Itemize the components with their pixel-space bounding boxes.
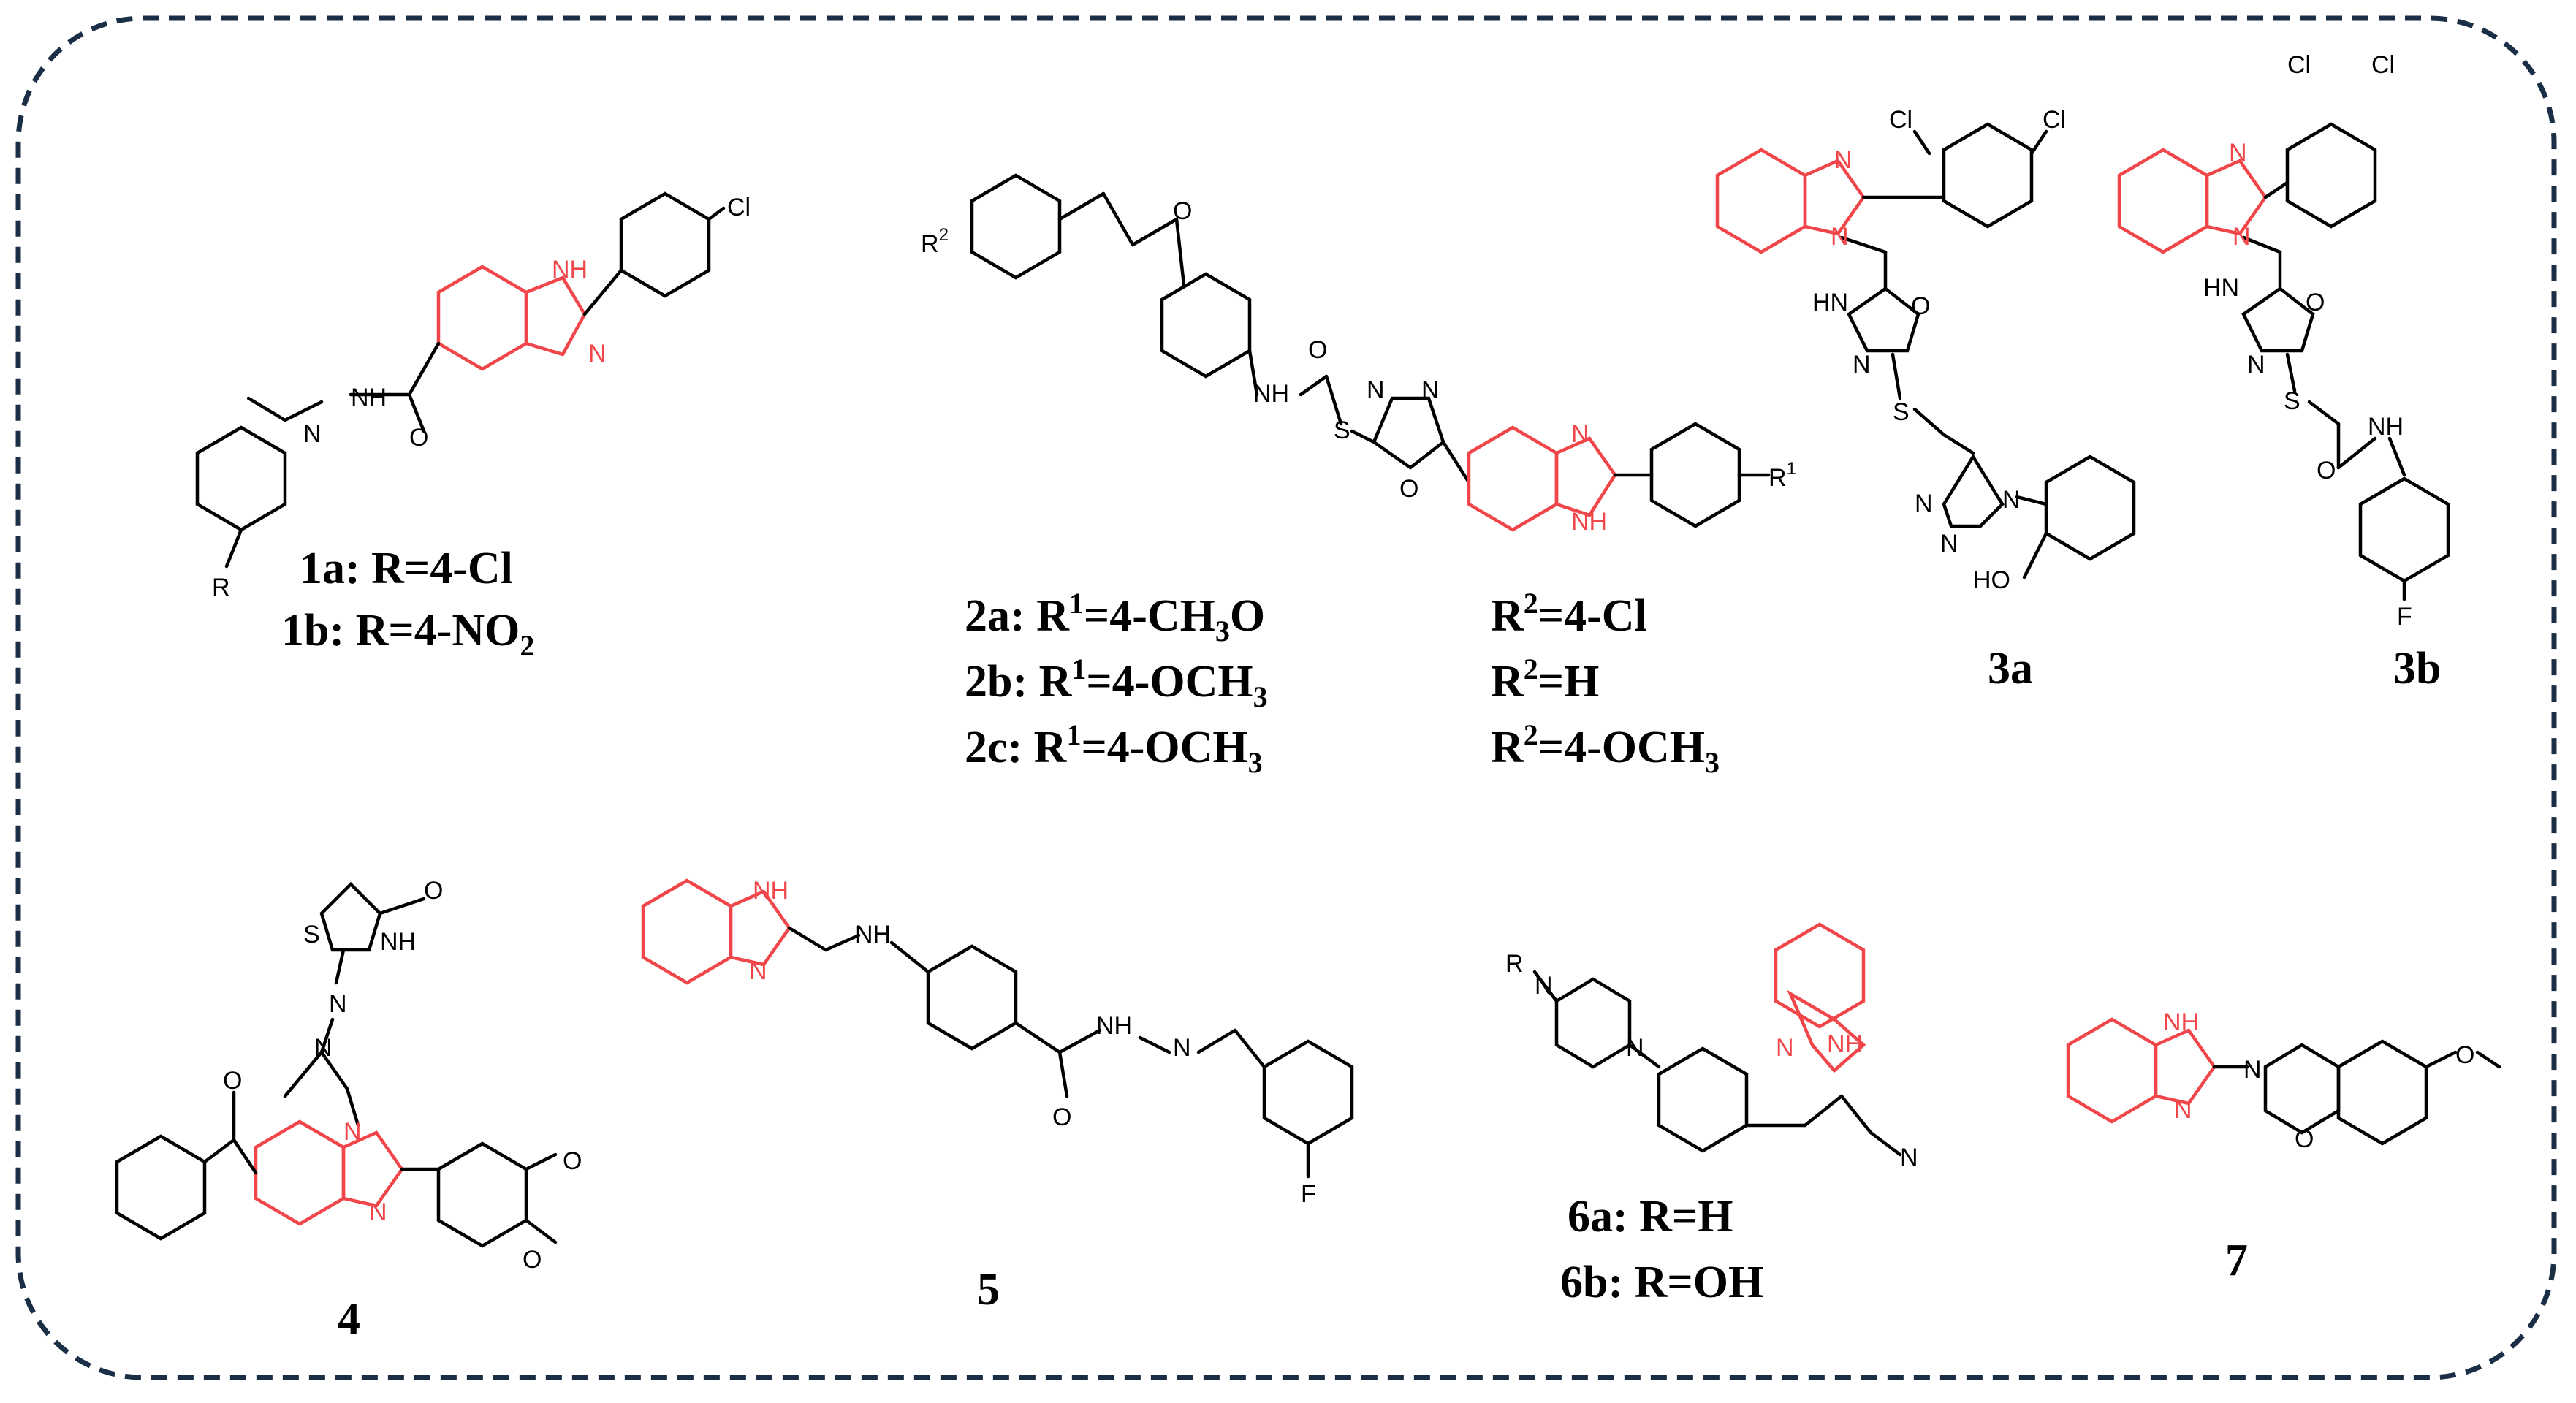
atom-n-4d: N (369, 1198, 387, 1226)
atom-n-3a-d: N (1915, 490, 1933, 517)
atom-nh-2: NH (1253, 380, 1289, 408)
atom-o-1: O (409, 424, 428, 452)
atom-n-3a-e: N (1940, 530, 1958, 558)
atom-f-5: F (1301, 1180, 1316, 1208)
atom-o-2b: O (1308, 336, 1327, 364)
atom-n-5: N (749, 957, 767, 985)
compound-6 (1532, 922, 1902, 1157)
atom-n-3a-b: N (1831, 223, 1849, 251)
atom-r-6: R (1505, 950, 1524, 978)
atom-nh-7: NH (2163, 1008, 2199, 1036)
atom-o-3b: O (2306, 289, 2325, 316)
compound-3b (2117, 122, 2450, 601)
atom-n-6b: N (1626, 1034, 1644, 1062)
atom-s-3b: S (2284, 387, 2300, 415)
label-6a: 6a: R=H (1568, 1192, 1733, 1242)
atom-hn-3b: HN (2203, 274, 2239, 302)
atom-cl-3b-2: Cl (2371, 51, 2395, 79)
compound-2 (970, 173, 1771, 532)
atom-nh-5c: NH (1096, 1012, 1132, 1040)
atom-nh-5b: NH (855, 921, 891, 948)
dashed-frame (15, 15, 2557, 1380)
atom-n-3b-c: N (2247, 351, 2265, 379)
atom-n-3a: N (1834, 146, 1853, 174)
compound-7 (2066, 1017, 2501, 1146)
label-3a: 3a (1988, 644, 2033, 693)
atom-n-5b: N (1173, 1034, 1191, 1062)
atom-cl-1: Cl (727, 194, 751, 221)
atom-o-5: O (1052, 1103, 1071, 1131)
atom-n-7b: N (2243, 1056, 2262, 1084)
atom-s-2: S (1334, 417, 1350, 444)
label-r2c: R2=4-OCH3 (1491, 718, 1720, 779)
atom-o-3b-b: O (2317, 457, 2336, 484)
atom-n-4b: N (314, 1034, 333, 1062)
atom-o-7a: O (2295, 1125, 2314, 1153)
atom-cl-3b-1: Cl (2287, 51, 2311, 79)
compound-4 (115, 881, 558, 1248)
label-2a: 2a: R1=4-CH3O (965, 587, 1265, 647)
compound-3a (1715, 122, 2136, 579)
atom-o-4d: O (523, 1246, 542, 1274)
atom-n-2c: N (1571, 420, 1589, 448)
atom-n-2a: N (1367, 376, 1385, 404)
atom-n-3b: N (2229, 139, 2247, 167)
atom-n-6c: N (1776, 1034, 1794, 1062)
label-2b: 2b: R1=4-OCH3 (965, 653, 1268, 713)
atom-cl-3a-2: Cl (2043, 106, 2066, 134)
label-7: 7 (2225, 1236, 2248, 1285)
atom-nh-1: NH (552, 256, 588, 284)
atom-n-1: N (588, 340, 607, 368)
label-3b: 3b (2393, 644, 2441, 693)
atom-r2: R2 (921, 225, 949, 258)
atom-o-2c: O (1399, 475, 1418, 503)
atom-n-4c: N (343, 1118, 362, 1146)
atom-o-3a: O (1911, 292, 1930, 320)
atom-n-3a-f: N (2002, 486, 2021, 514)
atom-o-4: O (424, 877, 443, 905)
atom-nh-3b: NH (2368, 413, 2404, 441)
atom-n-6a: N (1535, 972, 1553, 1000)
label-6b: 6b: R=OH (1560, 1258, 1763, 1307)
atom-r1: R1 (1768, 459, 1796, 492)
atom-n-7: N (2174, 1096, 2192, 1124)
atom-s-4: S (303, 921, 320, 948)
atom-nh-1b: NH (351, 384, 387, 411)
atom-s-3a: S (1893, 398, 1910, 426)
atom-o-4b: O (223, 1067, 242, 1095)
label-1b: 1b: R=4-NO2 (281, 606, 534, 662)
atom-ho-3a: HO (1973, 566, 2010, 594)
atom-hn-3a: HN (1812, 289, 1848, 316)
label-r2a: R2=4-Cl (1491, 587, 1647, 641)
atom-nh-6: NH (1827, 1030, 1863, 1058)
atom-n-3b-b: N (2233, 223, 2251, 251)
atom-nh-5: NH (753, 877, 789, 905)
atom-o-4c: O (563, 1147, 582, 1175)
atom-cl-3a-1: Cl (1889, 106, 1912, 134)
compound-1 (195, 191, 726, 569)
atom-o-7b: O (2455, 1041, 2474, 1069)
compound-5 (641, 878, 1354, 1179)
atom-n-1b: N (303, 420, 322, 448)
atom-n-3a-c: N (1853, 351, 1871, 379)
atom-o-2a: O (1173, 197, 1192, 225)
atom-nh-4: NH (380, 928, 416, 956)
atom-f-3b: F (2397, 603, 2412, 631)
atom-n-2b: N (1421, 376, 1440, 404)
label-1a: 1a: R=4-Cl (300, 544, 513, 593)
atom-cn-6: N (1900, 1144, 1918, 1171)
label-2c: 2c: R1=4-OCH3 (965, 718, 1263, 779)
label-r2b: R2=H (1491, 653, 1599, 707)
atom-nh-2b: NH (1571, 508, 1607, 536)
atom-r-1: R (212, 574, 230, 601)
label-4: 4 (338, 1294, 360, 1344)
atom-n-4a: N (329, 990, 347, 1018)
label-5: 5 (977, 1265, 1000, 1315)
